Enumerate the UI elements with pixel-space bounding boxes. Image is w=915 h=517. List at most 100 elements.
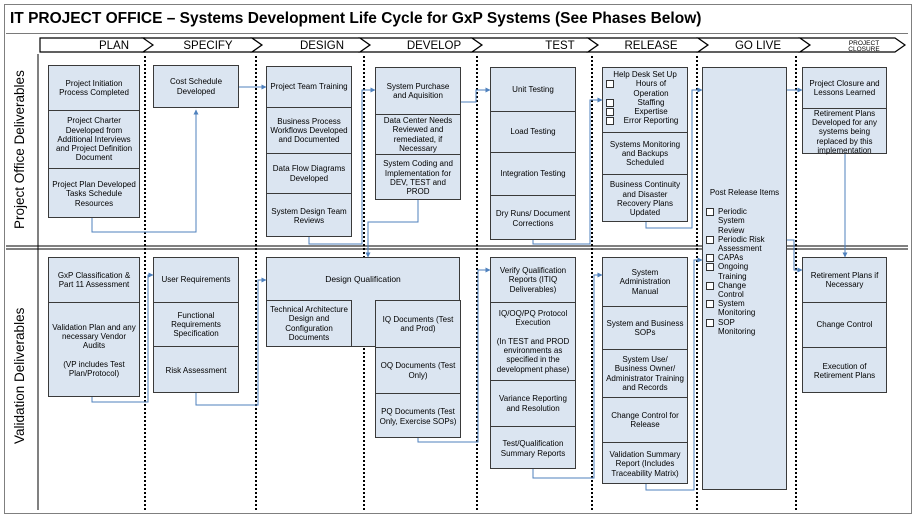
design-po-item: Business Process Workflows Developed and… <box>267 107 351 153</box>
connector-arrow <box>461 87 491 103</box>
design-po-group: Project Team Training Business Process W… <box>266 66 352 237</box>
develop-po-item: Data Center Needs Reviewed and remediate… <box>376 114 460 154</box>
page-title: IT PROJECT OFFICE – Systems Development … <box>10 10 702 27</box>
helpdesk-title: Help Desk Set Up <box>613 70 677 79</box>
golive-title: Post Release Items <box>709 188 780 197</box>
closure-val-item: Change Control <box>803 302 886 347</box>
design-po-item: Data Flow Diagrams Developed <box>267 153 351 193</box>
release-val-item: Validation Summary Report (Includes Trac… <box>603 442 687 485</box>
release-po-item: Systems Monitoring and Backups Scheduled <box>603 132 687 174</box>
golive-item: CAPAs <box>706 253 783 263</box>
plan-po-item: Project Initiation Process Completed <box>59 78 129 97</box>
plan-po-group: Project Initiation Process Completed Pro… <box>48 65 140 218</box>
connector-arrow <box>91 109 199 233</box>
design-qualification-header: Design Qualification <box>325 274 401 285</box>
connector-arrow <box>645 257 703 491</box>
specify-val-item: Risk Assessment <box>154 346 238 394</box>
connector-arrow <box>532 97 603 245</box>
checkbox-icon <box>606 117 614 126</box>
test-val-item: IQ/OQ/PQ Protocol Execution (In TEST and… <box>491 302 575 380</box>
develop-val-item: OQ Documents (Test Only) <box>376 347 460 393</box>
test-po-item: Integration Testing <box>491 152 575 195</box>
golive-post-release: Post Release Items Periodic System Revie… <box>702 67 787 490</box>
plan-po-item: Project Charter Developed from Additiona… <box>49 110 139 168</box>
checkbox-icon <box>706 235 714 244</box>
specify-po-item: Cost Schedule Developed <box>153 65 239 108</box>
checkbox-icon <box>706 208 714 217</box>
helpdesk-item: Expertise <box>606 107 684 117</box>
phase-label: DESIGN <box>300 40 344 52</box>
golive-item: Periodic Risk Assessment <box>706 235 783 253</box>
test-val-item: Test/Qualification Summary Reports <box>491 426 575 470</box>
golive-item: Periodic System Review <box>706 207 783 235</box>
specify-val-item: User Requirements <box>161 275 231 285</box>
plan-val-group: GxP Classification & Part 11 Assessment … <box>48 257 140 397</box>
plan-val-item: Validation Plan and any necessary Vendor… <box>49 302 139 398</box>
develop-val-item: PQ Documents (Test Only, Exercise SOPs) <box>376 393 460 439</box>
test-po-item: Load Testing <box>491 111 575 152</box>
phase-chevron <box>798 37 907 53</box>
closure-po-item: Retirement Plans Developed for any syste… <box>803 108 886 155</box>
specify-val-group: User Requirements Functional Requirement… <box>153 257 239 393</box>
test-po-item: Dry Runs/ Document Corrections <box>491 195 575 241</box>
develop-po-group: System Purchase and Aquisition Data Cent… <box>375 67 461 200</box>
helpdesk-setup: Help Desk Set Up Hours of Operation Staf… <box>603 68 687 132</box>
connector-arrow <box>365 200 419 258</box>
phase-label: DEVELOP <box>407 40 462 52</box>
specify-val-item: Functional Requirements Specification <box>154 302 238 346</box>
release-val-item: System Use/ Business Owner/ Administrato… <box>603 349 687 397</box>
phase-label: SPECIFY <box>183 40 233 52</box>
develop-po-item: System Coding and Implementation for DEV… <box>376 154 460 201</box>
connector-arrow <box>308 87 376 245</box>
release-po-group: Help Desk Set Up Hours of Operation Staf… <box>602 67 688 222</box>
checkbox-icon <box>606 108 614 117</box>
test-val-item: Verify Qualification Reports (ITIQ Deliv… <box>499 266 567 294</box>
test-po-group: Unit Testing Load Testing Integration Te… <box>490 67 576 240</box>
test-val-group: Verify Qualification Reports (ITIQ Deliv… <box>490 257 576 469</box>
plan-po-item: Project Plan Developed Tasks Schedule Re… <box>49 168 139 219</box>
connector-arrow <box>195 277 267 406</box>
connector-arrow <box>91 272 154 403</box>
checkbox-icon <box>706 300 714 309</box>
phase-label: PROJECT <box>849 40 879 47</box>
connector-arrow <box>532 272 603 479</box>
release-val-item: System and Business SOPs <box>603 306 687 349</box>
closure-po-item: Project Closure and Lessons Learned <box>809 78 880 97</box>
checkbox-icon <box>706 254 714 263</box>
closure-po-group: Project Closure and Lessons Learned Reti… <box>802 67 887 155</box>
checkbox-icon <box>706 263 714 272</box>
checkbox-icon <box>706 281 714 290</box>
release-val-item: System Administration Manual <box>619 268 671 296</box>
plan-val-item: GxP Classification & Part 11 Assessment <box>57 270 131 289</box>
golive-item: Ongoing Training <box>706 262 783 281</box>
helpdesk-item: Error Reporting <box>606 116 684 126</box>
release-po-item: Business Continuity and Disaster Recover… <box>603 174 687 223</box>
golive-item: Change Control <box>706 281 783 299</box>
connector-arrow <box>645 87 703 229</box>
checkbox-icon <box>606 98 614 107</box>
phase-label: RELEASE <box>624 40 677 52</box>
golive-item: SOP Monitoring <box>706 318 783 336</box>
connector-arrow <box>417 267 491 443</box>
closure-val-item: Retirement Plans if Necessary <box>810 270 879 289</box>
release-val-group: System Administration Manual System and … <box>602 257 688 484</box>
phase-label: CLOSURE <box>848 46 880 53</box>
release-val-item: Change Control for Release <box>603 397 687 442</box>
title-divider <box>6 33 908 34</box>
helpdesk-item: Staffing <box>606 98 684 107</box>
closure-val-item: Execution of Retirement Plans <box>803 347 886 394</box>
connector-arrow <box>787 239 803 273</box>
phase-label: PLAN <box>99 40 129 52</box>
design-val-item: Technical Architecture Design and Config… <box>266 300 352 347</box>
helpdesk-item: Hours of Operation <box>606 79 684 98</box>
phase-label: TEST <box>545 40 574 52</box>
checkbox-icon <box>606 80 614 89</box>
golive-item: System Monitoring <box>706 299 783 317</box>
develop-val-item: IQ Documents (Test and Prod) <box>382 314 454 333</box>
design-po-item: System Design Team Reviews <box>267 193 351 238</box>
phase-label: GO LIVE <box>735 40 781 52</box>
checkbox-icon <box>706 318 714 327</box>
closure-val-group: Retirement Plans if Necessary Change Con… <box>802 257 887 393</box>
develop-val-group: IQ Documents (Test and Prod) OQ Document… <box>375 300 461 438</box>
